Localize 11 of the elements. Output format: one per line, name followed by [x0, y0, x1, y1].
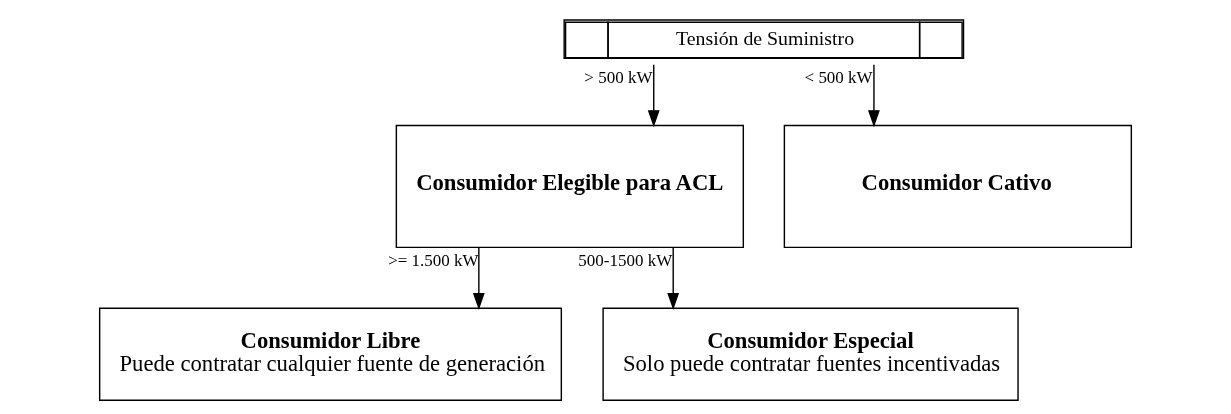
- edge-label: > 500 kW: [584, 68, 653, 88]
- arrow: [868, 64, 880, 128]
- arrow: [647, 64, 660, 128]
- edge-label: 500-1500 kW: [578, 250, 673, 270]
- node-box: Consumidor Cativo: [783, 124, 1133, 249]
- node-box: Consumidor Especial Solo puede contratar fuentes incentivadas: [602, 307, 1019, 401]
- edge-label: < 500 kW: [804, 68, 873, 88]
- arrow: [667, 246, 680, 310]
- node-box: Consumidor Libre Puede contratar cualquier fuente de generación: [98, 307, 563, 401]
- node-box: Consumidor Elegible para ACL: [395, 124, 744, 249]
- arrow: [472, 246, 485, 310]
